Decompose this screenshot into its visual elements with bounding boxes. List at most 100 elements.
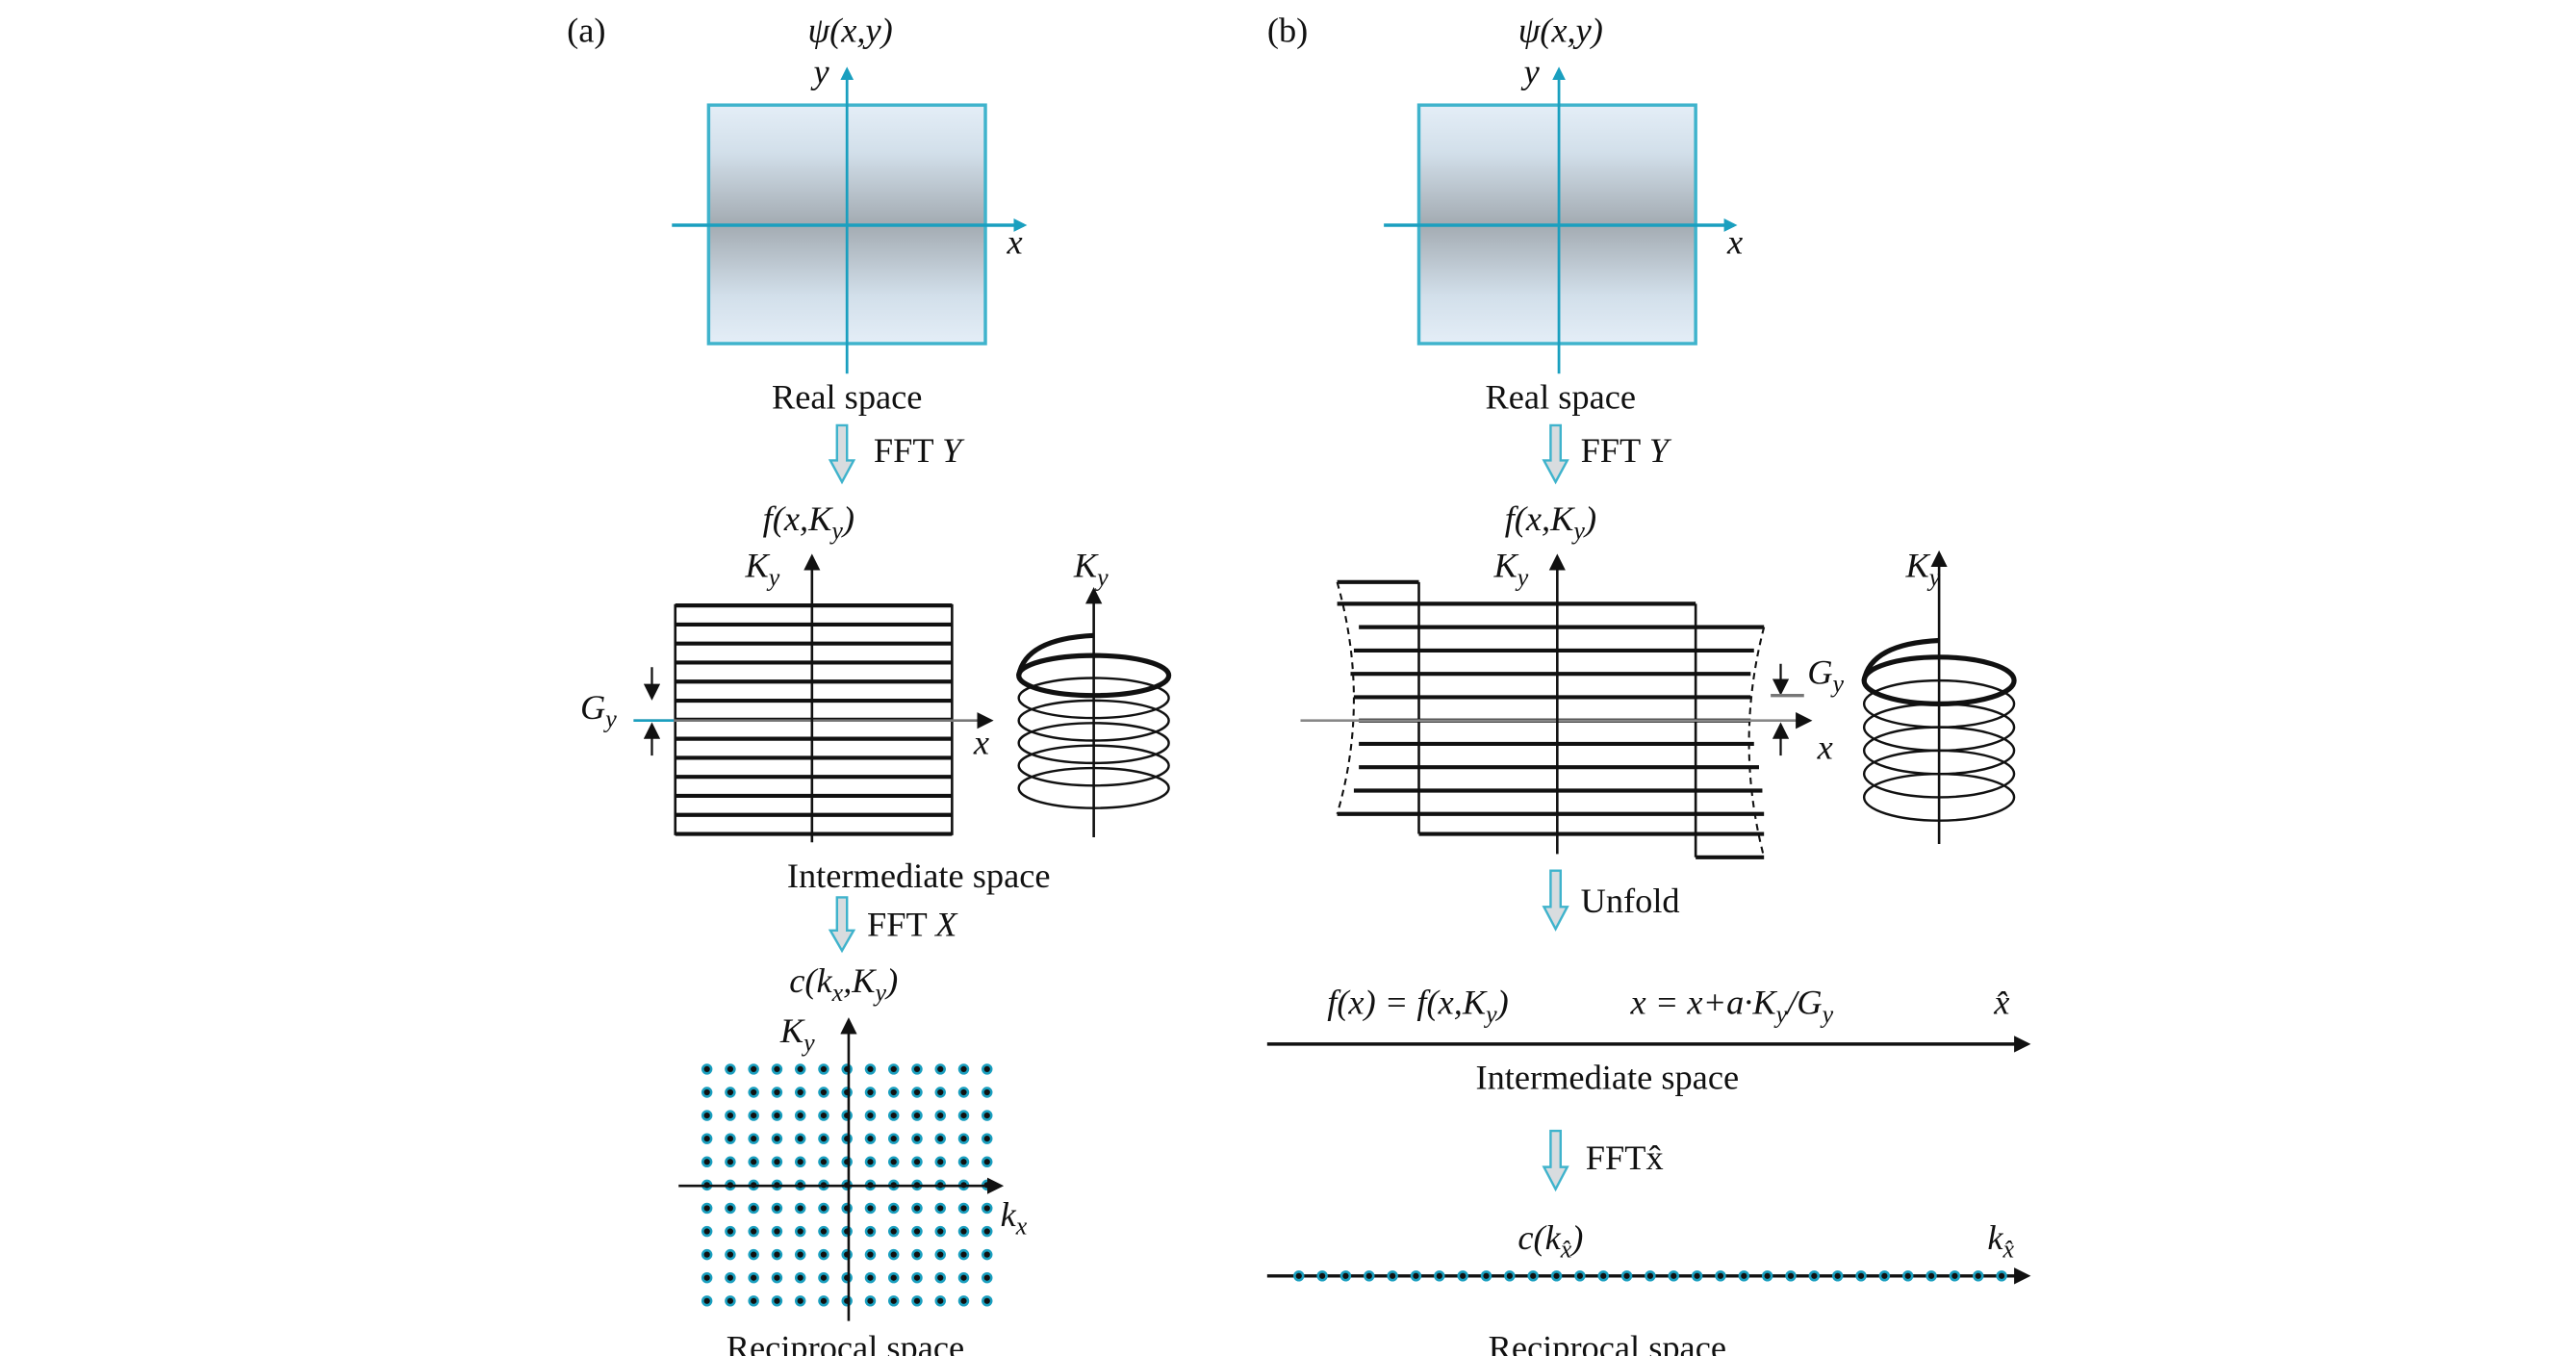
axis-label-y: y	[1520, 53, 1541, 91]
lattice-dot-core	[960, 1088, 967, 1096]
lattice-dot-core	[1530, 1272, 1537, 1279]
gy-spacing-marker	[633, 667, 675, 756]
axis-label-ky: Ky​	[1492, 547, 1528, 592]
lattice-dot-core	[727, 1205, 734, 1212]
lattice-dot-core	[751, 1088, 757, 1096]
reciprocal-caption: Reciprocal space	[727, 1328, 964, 1356]
lattice-dot-core	[751, 1112, 757, 1119]
sheared-stripe-grid	[1336, 579, 1766, 859]
lattice-dot-core	[1553, 1272, 1560, 1279]
lattice-dot-core	[703, 1112, 710, 1119]
lattice-dot-core	[890, 1088, 897, 1096]
lattice-dot-core	[797, 1205, 803, 1212]
lattice-dot-core	[867, 1065, 874, 1073]
lattice-dot-core	[937, 1088, 944, 1096]
lattice-dot-core	[937, 1065, 944, 1073]
lattice-dot-core	[1600, 1272, 1607, 1279]
lattice-dot-core	[867, 1112, 874, 1119]
lattice-dot-core	[751, 1228, 757, 1235]
lattice-dot-core	[867, 1297, 874, 1304]
axis-label-kxhat: kx̂​	[1987, 1218, 2014, 1264]
lattice-dot-core	[703, 1136, 710, 1142]
lattice-dot-core	[983, 1088, 990, 1096]
lattice-dot-core	[1975, 1272, 1981, 1279]
lattice-dot-core	[1857, 1272, 1865, 1279]
lattice-dot-core	[960, 1274, 967, 1281]
lattice-dot-core	[751, 1159, 757, 1165]
lattice-dot-core	[820, 1297, 828, 1304]
lattice-dot-core	[703, 1088, 710, 1096]
lattice-dot-core	[890, 1159, 897, 1165]
lattice-dot-core	[774, 1228, 780, 1235]
lattice-dot-core	[913, 1065, 921, 1073]
lattice-dot-core	[1295, 1272, 1302, 1279]
panel-b-tag: (b)	[1267, 11, 1308, 49]
real-space-caption: Real space	[1486, 378, 1637, 417]
lattice-dot-core	[890, 1297, 897, 1304]
lattice-dot-core	[797, 1112, 803, 1119]
lattice-dot-core	[960, 1297, 967, 1304]
lattice-dot-core	[867, 1159, 874, 1165]
lattice-dot-core	[937, 1159, 944, 1165]
lattice-dot-core	[937, 1205, 944, 1212]
lattice-dot-core	[820, 1065, 828, 1073]
lattice-dot-core	[1694, 1272, 1700, 1279]
intermediate-title: f(x,Ky​)	[1505, 499, 1596, 545]
lattice-dot-core	[1460, 1272, 1467, 1279]
formula-x-hat: x = x+a·Ky​/Gy​	[1630, 984, 1834, 1029]
lattice-dot-core	[867, 1205, 874, 1212]
axis-label-x: x	[1007, 222, 1023, 261]
lattice-dot-core	[867, 1088, 874, 1096]
lattice-dot-core	[703, 1297, 710, 1304]
lattice-dot-core	[890, 1274, 897, 1281]
axis-label-x: x	[1817, 729, 1833, 767]
panel-a-tag: (a)	[567, 11, 605, 49]
real-space-caption: Real space	[772, 378, 923, 417]
lattice-dot-core	[774, 1112, 780, 1119]
lattice-dot-core	[1927, 1272, 1935, 1279]
lattice-dot-core	[727, 1065, 734, 1073]
down-arrow-icon	[1542, 423, 1569, 485]
lattice-dot-core	[1646, 1272, 1654, 1279]
lattice-dot-core	[983, 1205, 990, 1212]
reciprocal-lattice-dots	[701, 1063, 993, 1307]
lattice-dot-core	[820, 1205, 828, 1212]
lattice-dot-core	[703, 1228, 710, 1235]
lattice-dot-core	[913, 1088, 921, 1096]
lattice-dot-core	[960, 1136, 967, 1142]
dashed-boundary	[1336, 581, 1355, 815]
axis-label-x: x	[973, 723, 989, 761]
lattice-dot-core	[727, 1159, 734, 1165]
step-fft-xhat: FFTx̂	[1586, 1139, 1664, 1177]
helix-end	[1861, 637, 1940, 681]
lattice-dot-core	[797, 1065, 803, 1073]
lattice-dot-core	[1811, 1272, 1818, 1279]
lattice-dot-core	[983, 1251, 990, 1258]
lattice-dot-core	[1834, 1272, 1841, 1279]
axis-label-xhat: x̂	[1993, 984, 2009, 1022]
lattice-dot-core	[774, 1159, 780, 1165]
step-fft-y: FFT Y	[1581, 431, 1672, 470]
reciprocal-1d-dots	[1293, 1270, 2007, 1282]
real-space-box-a	[672, 66, 1028, 374]
axis-label-kx: kx​	[1001, 1195, 1028, 1241]
intermediate-caption: Intermediate space	[787, 857, 1051, 895]
lattice-dot-core	[1787, 1272, 1795, 1279]
down-arrow-icon	[828, 896, 856, 954]
lattice-dot-core	[913, 1251, 921, 1258]
lattice-dot-core	[867, 1228, 874, 1235]
down-arrow-icon	[1542, 1129, 1569, 1192]
lattice-dot-core	[1576, 1272, 1584, 1279]
axis-label-x: x	[1726, 222, 1743, 261]
lattice-dot-core	[727, 1251, 734, 1258]
lattice-dot-core	[890, 1228, 897, 1235]
lattice-dot-core	[983, 1297, 990, 1304]
lattice-dot-core	[727, 1088, 734, 1096]
reciprocal-title: c(kx​,Ky​)	[789, 961, 898, 1007]
lattice-dot-core	[797, 1228, 803, 1235]
lattice-dot-core	[774, 1088, 780, 1096]
lattice-dot-core	[751, 1274, 757, 1281]
lattice-dot-core	[867, 1274, 874, 1281]
lattice-dot-core	[797, 1159, 803, 1165]
lattice-dot-core	[913, 1159, 921, 1165]
